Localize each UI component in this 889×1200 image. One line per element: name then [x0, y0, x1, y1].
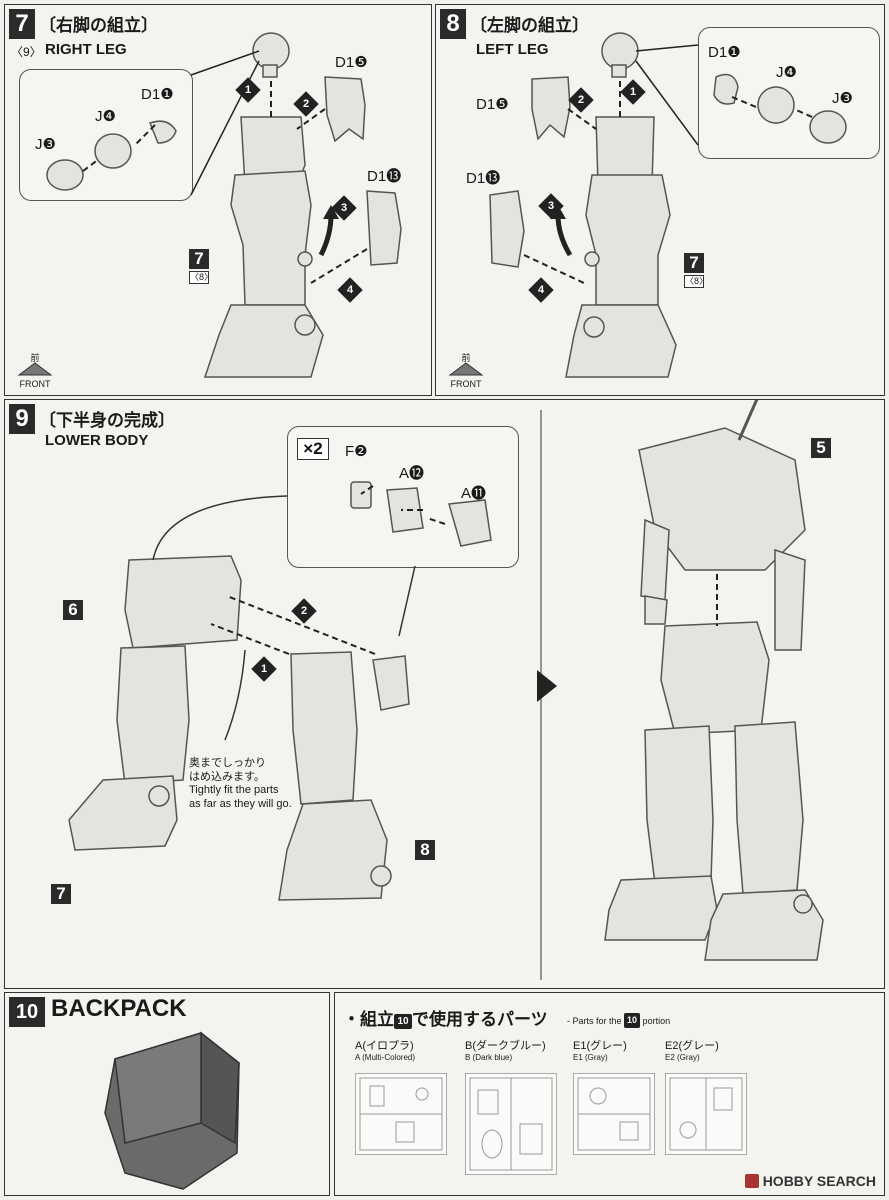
front-icon: [17, 362, 53, 376]
part-label-j4: J❹: [776, 64, 797, 81]
watermark: HOBBY SEARCH: [744, 1173, 876, 1189]
ref-box-7: 7: [51, 884, 71, 904]
step-9-jp-title: 〔下半身の完成〕: [39, 411, 175, 430]
runner-e1-label: E1(グレー)E1 (Gray): [573, 1040, 627, 1062]
step-10-title: BACKPACK: [51, 995, 187, 1022]
step-9-number: 9: [9, 404, 35, 434]
step-10-number: 10: [9, 997, 45, 1027]
front-icon: [448, 362, 484, 376]
runner-e2-thumbnail: [665, 1073, 747, 1155]
runner-e1-thumbnail: [573, 1073, 655, 1155]
ref-box-5: 5: [811, 438, 831, 458]
runner-b-label: B(ダークブルー)B (Dark blue): [465, 1040, 546, 1062]
step-7-number: 7: [9, 9, 35, 39]
step-9-panel: 9 〔下半身の完成〕 LOWER BODY ×2 F❷ A⓬ A⓫: [4, 399, 885, 989]
ref-box-8: 8: [415, 840, 435, 860]
front-label-jp: 前: [30, 353, 40, 363]
part-label-j3: J❸: [832, 90, 853, 107]
watermark-logo-icon: [744, 1174, 759, 1188]
note-en-line-1: Tightly fit the parts: [189, 784, 279, 796]
step-9-en-title: LOWER BODY: [45, 432, 149, 449]
step-8-number: 8: [440, 9, 466, 39]
ref-box-6: 6: [63, 600, 83, 620]
part-label-a11: A⓫: [461, 485, 487, 502]
runner-b-thumbnail: [465, 1073, 557, 1175]
part-label-d1-1: D1❶: [141, 86, 174, 103]
part-label-d1-5: D1❺: [476, 96, 509, 113]
step-7-panel: 7 〔右脚の組立〕 〈9〉 RIGHT LEG D1❶ J❹ J❸ D1❺ D1…: [4, 4, 432, 396]
part-label-d1-1: D1❶: [708, 44, 741, 61]
step-7-subref: 〈9〉: [11, 45, 42, 59]
step-7-en-title: RIGHT LEG: [45, 41, 127, 58]
step-8-panel: 8 〔左脚の組立〕 LEFT LEG D1❶ J❹ J❸ D1❺ D1⓭: [435, 4, 885, 396]
runner-e2-label: E2(グレー)E2 (Gray): [665, 1040, 719, 1062]
step-10-panel: 10 BACKPACK: [4, 992, 330, 1196]
part-label-d1-13: D1⓭: [367, 168, 402, 185]
part-label-f2: F❷: [345, 443, 368, 460]
ref-box-7: 7: [189, 249, 209, 269]
note-en-line-2: as far as they will go.: [189, 798, 292, 810]
ref-box-7-sub: 〈8〉: [684, 275, 709, 288]
multiplier-badge: ×2: [297, 438, 329, 460]
part-label-j4: J❹: [95, 108, 116, 125]
front-label-en: FRONT: [19, 379, 51, 389]
step-8-en-title: LEFT LEG: [476, 41, 549, 58]
step-7-jp-title: 〔右脚の組立〕: [39, 16, 158, 35]
backpack-drawing: [104, 1031, 240, 1190]
step-8-jp-title: 〔左脚の組立〕: [470, 16, 589, 35]
step-8-drawing: [489, 32, 847, 378]
note-jp-line-1: 奥までしっかり: [189, 757, 266, 769]
part-label-a12: A⓬: [399, 465, 425, 482]
part-label-d1-13: D1⓭: [466, 170, 501, 187]
ref-box-7: 7: [684, 253, 704, 273]
part-label-d1-5: D1❺: [335, 54, 368, 71]
front-label-jp: 前: [461, 353, 471, 363]
watermark-text: HOBBY SEARCH: [762, 1173, 876, 1189]
step-9-drawing: [68, 400, 824, 980]
part-label-j3: J❸: [35, 136, 56, 153]
note-jp-line-2: はめ込みます。: [189, 771, 265, 783]
step-7-drawing: [46, 32, 402, 378]
runner-a-thumbnail: [355, 1073, 447, 1155]
parts-used-en: - Parts for the 10 portion: [567, 1013, 671, 1028]
ref-box-7-sub: 〈8〉: [189, 271, 214, 284]
runner-a-label: A(イロプラ)A (Multi-Colored): [355, 1040, 416, 1062]
front-label-en: FRONT: [450, 379, 482, 389]
